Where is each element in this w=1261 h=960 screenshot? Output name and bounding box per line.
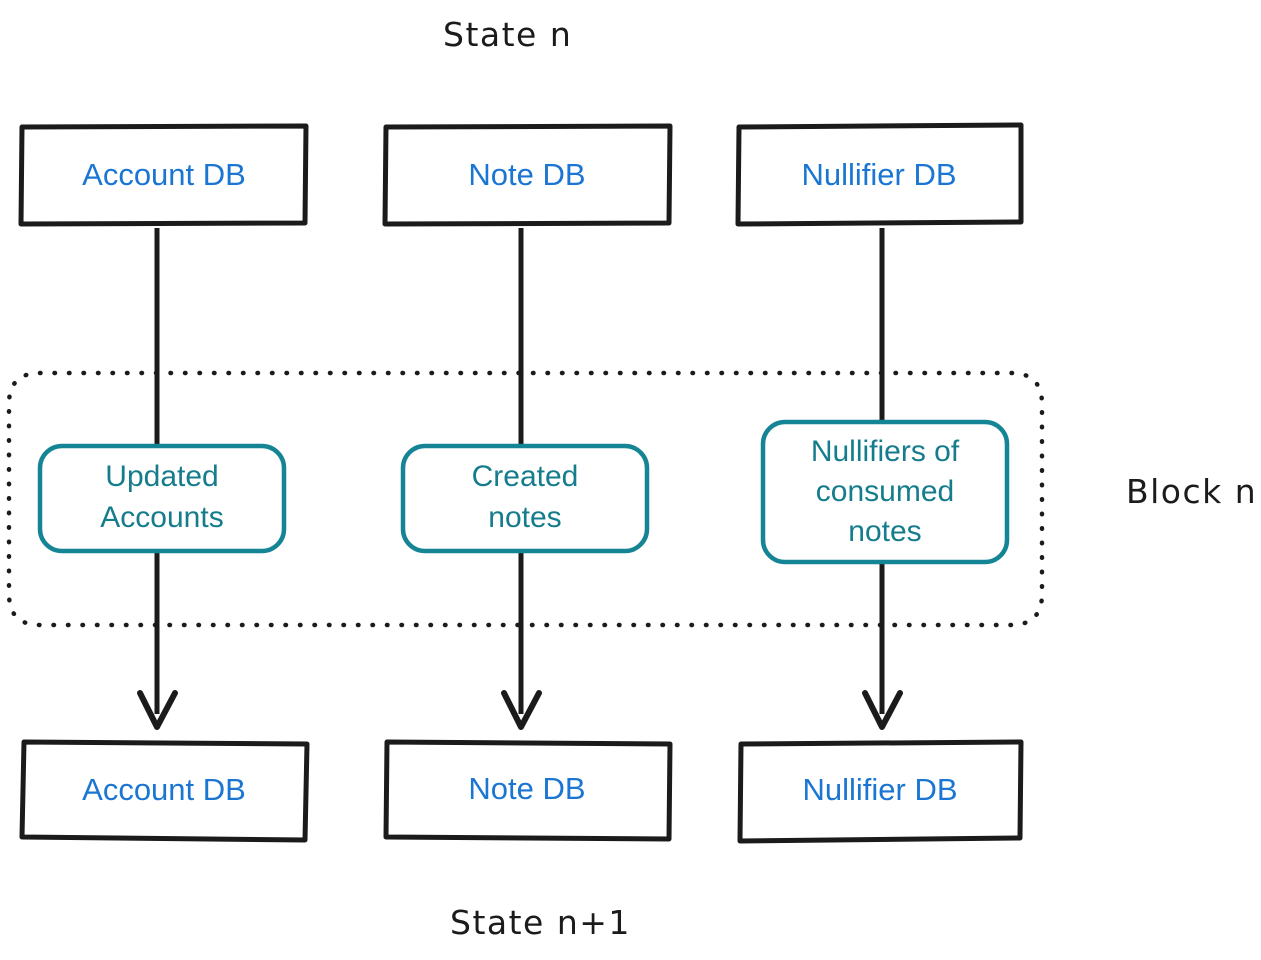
created-notes-box[interactable]: Created notes [400,443,650,554]
updated-accounts-box[interactable]: Updated Accounts [37,443,287,554]
nullifiers-consumed-line-2: consumed [816,475,954,508]
note-db-top-label: Note DB [468,157,585,192]
arrow-nullifier-head [862,690,903,730]
arrow-account-head [137,690,178,730]
updated-accounts-outline [37,443,287,554]
note-db-top[interactable]: Note DB [382,123,673,227]
account-db-top[interactable]: Account DB [18,123,309,227]
nullifier-db-top-label: Nullifier DB [801,157,956,192]
note-db-bottom-label: Note DB [468,771,585,806]
nullifiers-consumed-box[interactable]: Nullifiers of consumed notes [760,419,1010,565]
page-title-state-n: State n [443,15,572,54]
nullifier-db-top-outline [735,122,1024,227]
nullifiers-consumed-outline [760,419,1010,565]
nullifiers-consumed-line-1: Nullifiers of [811,435,960,468]
account-db-top-label: Account DB [82,157,246,192]
created-notes-line-2: notes [488,501,561,534]
note-db-bottom-outline [383,739,673,842]
account-db-top-outline [18,123,309,227]
nullifier-db-bottom-outline [737,739,1024,844]
nullifiers-consumed-line-3: notes [848,515,921,548]
created-notes-line-1: Created [472,460,579,493]
updated-accounts-line-1: Updated [105,460,218,493]
account-db-bottom-outline [19,739,310,843]
nullifier-db-bottom-label: Nullifier DB [802,772,957,807]
account-db-bottom-label: Account DB [82,772,246,807]
nullifier-db-top[interactable]: Nullifier DB [735,122,1024,227]
block-n-label: Block n [1126,472,1257,511]
block-n-dotted-container [6,370,1045,628]
arrow-note-head [501,690,542,730]
nullifier-db-bottom[interactable]: Nullifier DB [737,739,1024,844]
note-db-top-outline [382,123,673,227]
note-db-bottom[interactable]: Note DB [383,739,673,842]
created-notes-outline [400,443,650,554]
updated-accounts-line-2: Accounts [100,501,223,534]
page-title-state-n-plus-1: State n+1 [450,903,631,942]
account-db-bottom[interactable]: Account DB [19,739,310,843]
